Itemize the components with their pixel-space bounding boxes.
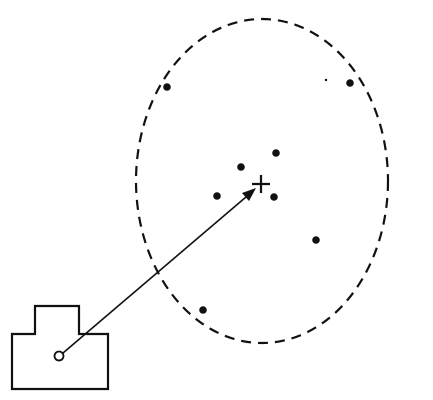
device-outline xyxy=(10,304,110,391)
scatter-point xyxy=(213,192,221,200)
device-origin xyxy=(53,350,65,362)
scatter-point xyxy=(237,163,245,171)
scatter-point xyxy=(199,306,207,314)
scatter-point xyxy=(324,78,328,82)
aim-vector-arrowhead xyxy=(242,188,256,201)
scatter-point xyxy=(270,193,278,201)
scatter-point xyxy=(312,236,320,244)
scatter-point xyxy=(346,79,354,87)
dispersion-ellipse xyxy=(134,17,390,345)
aim-vector-line xyxy=(62,196,247,354)
scatter-point xyxy=(163,83,171,91)
center-cross-icon xyxy=(252,175,270,193)
scatter-points xyxy=(163,78,354,314)
scatter-point xyxy=(272,149,280,157)
